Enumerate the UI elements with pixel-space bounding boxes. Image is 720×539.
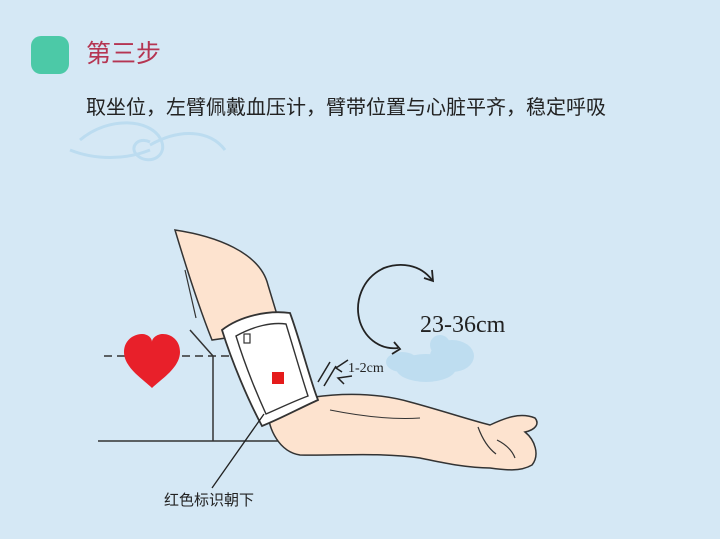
step-title: 第三步 xyxy=(86,39,162,68)
cloud-decoration-middle xyxy=(386,335,474,382)
step-badge xyxy=(31,36,69,74)
circumference-label: 23-36cm xyxy=(420,312,506,338)
blood-pressure-cuff xyxy=(220,311,320,428)
marker-caption: 红色标识朝下 xyxy=(164,491,254,509)
circular-arrow-icon xyxy=(357,264,435,355)
gap-label: 1-2cm xyxy=(348,361,384,376)
heart-icon xyxy=(124,334,180,388)
forearm xyxy=(267,393,538,471)
step-instruction: 取坐位，左臂佩戴血压计，臂带位置与心脏平齐，稳定呼吸 xyxy=(86,95,606,119)
gap-indicator xyxy=(317,359,353,387)
caption-pointer xyxy=(211,413,265,489)
red-marker xyxy=(272,372,284,384)
cloud-decoration-top xyxy=(69,121,227,162)
